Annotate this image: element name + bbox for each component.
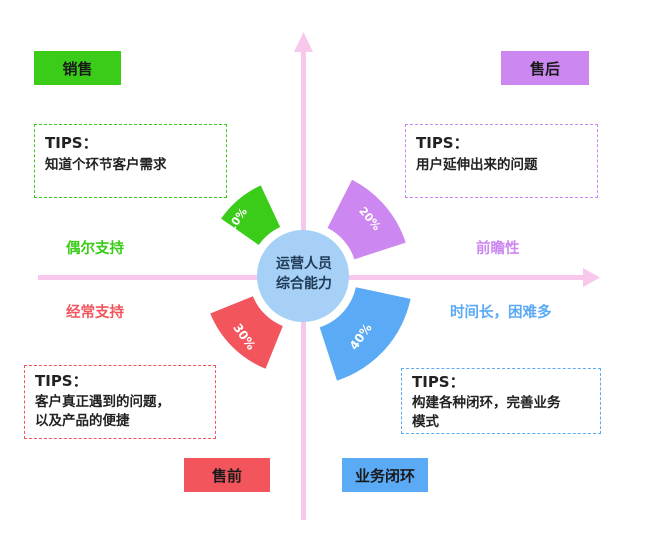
- center-label-line2: 综合能力: [276, 276, 332, 292]
- tips-text: 构建各种闭环，完善业务: [412, 395, 561, 411]
- tips-title: TIPS：: [45, 134, 98, 152]
- tips-title: TIPS：: [35, 372, 88, 390]
- corner-tag-after-sales: 售后: [501, 51, 589, 85]
- center-label-line1: 运营人员: [276, 256, 332, 272]
- side-label-frequent-support: 经常支持: [66, 305, 124, 321]
- corner-tag-pre-sales: 售前: [184, 458, 270, 492]
- corner-tag-sales: 销售: [34, 51, 121, 85]
- tips-box-top-right: TIPS： 用户延伸出来的问题: [405, 124, 598, 198]
- tips-box-bottom-left: TIPS： 客户真正遇到的问题， 以及产品的便捷: [24, 365, 216, 439]
- horizontal-axis-arrow: [583, 268, 600, 287]
- vertical-axis-arrow: [294, 32, 313, 52]
- corner-tag-business-loop: 业务闭环: [342, 458, 428, 492]
- tips-title: TIPS：: [416, 134, 469, 152]
- center-label: 运营人员 综合能力: [266, 254, 342, 294]
- tips-text: 客户真正遇到的问题，: [35, 394, 170, 410]
- side-label-occasional-support: 偶尔支持: [66, 241, 124, 257]
- segment-bottom-right: [319, 287, 411, 381]
- tips-text: 以及产品的便捷: [35, 413, 130, 429]
- center-circle: [257, 230, 349, 322]
- tips-text: 知道个环节客户需求: [45, 157, 167, 173]
- segment-top-right: [327, 179, 406, 260]
- tips-text: 模式: [412, 414, 439, 430]
- side-label-long-and-hard: 时间长，困难多: [450, 305, 552, 321]
- tips-text: 用户延伸出来的问题: [416, 157, 538, 173]
- tips-box-bottom-right: TIPS： 构建各种闭环，完善业务 模式: [401, 368, 601, 434]
- segment-bottom-left: [210, 296, 283, 369]
- tips-box-top-left: TIPS： 知道个环节客户需求: [34, 124, 227, 198]
- tips-title: TIPS：: [412, 373, 465, 391]
- side-label-forward-looking: 前瞻性: [476, 241, 520, 257]
- segment-top-left: [221, 185, 281, 246]
